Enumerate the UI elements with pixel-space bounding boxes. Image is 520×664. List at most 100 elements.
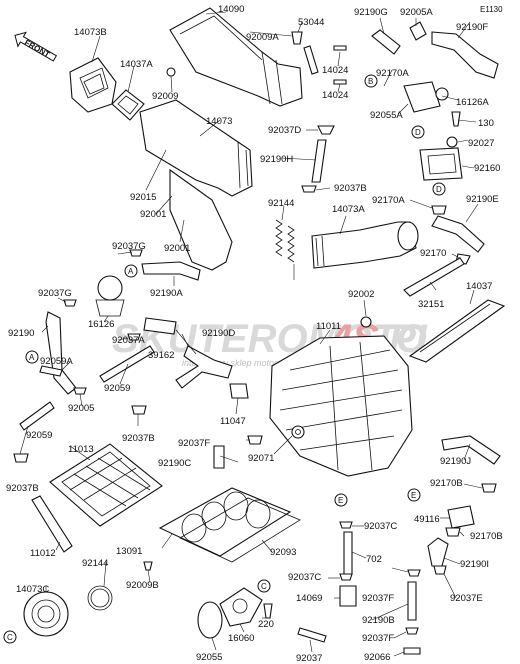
- ref-circle-c-1: C: [257, 579, 271, 593]
- valve-16126: [95, 275, 125, 317]
- pipe-92059-b: [19, 401, 55, 431]
- svg-text:A: A: [29, 353, 35, 362]
- pipe-32151: [403, 257, 465, 297]
- ref-circle-e-2: E: [334, 493, 348, 507]
- clip-92170b-b: [445, 527, 461, 537]
- hose-92190h: [311, 139, 327, 183]
- filter-14037a: [111, 89, 145, 121]
- part-label: 92027: [468, 138, 494, 149]
- hose-92190c: [213, 445, 225, 469]
- svg-text:A: A: [128, 267, 134, 276]
- part-label: 53044: [298, 17, 324, 28]
- ref-circle-e-1: E: [407, 488, 421, 502]
- leader-lines: [19, 11, 483, 657]
- part-label: 92170A: [372, 195, 405, 206]
- clip-14024-b: [333, 79, 347, 85]
- clip-92037g: [129, 249, 143, 257]
- svg-text:D: D: [415, 128, 421, 137]
- bolt-92002: [360, 316, 372, 328]
- grommet-92071: [291, 425, 305, 439]
- screw-220: [263, 603, 273, 619]
- duct-14073: [139, 99, 253, 271]
- spring-92144-a: [275, 219, 283, 257]
- part-label: 92037E: [450, 593, 483, 604]
- part-label: 92055A: [370, 110, 403, 121]
- ref-circle-a-1: A: [124, 264, 138, 278]
- part-label: 14073B: [74, 27, 107, 38]
- pipe-92059-a: [99, 345, 155, 383]
- clip-92037b-top: [301, 185, 317, 193]
- part-label: 92037C: [288, 572, 321, 583]
- part-label: 92009A: [246, 32, 279, 43]
- part-label: 92170B: [470, 531, 503, 542]
- part-label: 92190H: [260, 154, 293, 165]
- ref-circle-c-2: C: [3, 630, 17, 644]
- svg-text:E: E: [338, 496, 343, 505]
- part-label: 13091: [116, 546, 142, 557]
- part-label: 92037A: [112, 335, 145, 346]
- part-label: 92015: [130, 192, 156, 203]
- clip-92170b: [481, 483, 497, 493]
- part-92066: [403, 647, 421, 655]
- part-label: 92002: [348, 289, 374, 300]
- clip-92037a: [127, 333, 141, 341]
- part-label: 92190F: [456, 22, 488, 33]
- watermark-subtitle: internetowy sklep motocyklowy: [182, 358, 306, 368]
- hose-53044: [303, 45, 319, 75]
- part-label: 92055: [196, 652, 222, 663]
- part-label: 702: [366, 554, 382, 565]
- clip-92037b-mid: [131, 405, 147, 415]
- part-label: 92066: [364, 652, 390, 663]
- filter-14069: [339, 585, 357, 607]
- part-label: 14090: [218, 4, 244, 15]
- ref-circle-b: B: [364, 74, 378, 88]
- hose-92190f: [431, 31, 499, 79]
- part-label: 92037F: [362, 593, 394, 604]
- part-label: 92170A: [376, 68, 409, 79]
- gasket-92093: [179, 497, 301, 563]
- hose-92190g: [371, 21, 427, 55]
- grommet-92027: [446, 136, 458, 148]
- part-label: 92059: [104, 383, 130, 394]
- clip-14024: [333, 45, 347, 51]
- part-label: 14069: [296, 593, 322, 604]
- part-label: 39162: [148, 350, 174, 361]
- airbox-11011: [269, 335, 413, 477]
- part-label: 92037G: [112, 241, 146, 252]
- ref-circle-d-2: D: [432, 182, 446, 196]
- duct-14073a: [311, 221, 419, 269]
- svg-text:C: C: [261, 582, 267, 591]
- filter-11013: [49, 443, 163, 527]
- part-label: 92190I: [460, 559, 489, 570]
- part-label: 92009B: [126, 580, 159, 591]
- part-label: 92059A: [40, 356, 73, 367]
- part-label: 92009: [152, 91, 178, 102]
- part-labels: 14073B 14037A 92009 14090 92009A 53044 1…: [6, 4, 503, 664]
- front-label: FRONT: [23, 38, 51, 60]
- part-label: 92059: [26, 430, 52, 441]
- part-label: 130: [478, 118, 494, 129]
- part-label: 11013: [68, 444, 94, 455]
- part-label: 92190: [8, 328, 34, 339]
- hose-92190e: [431, 215, 485, 253]
- gasket-13091: [158, 487, 292, 557]
- screw-130: [451, 111, 461, 127]
- part-label: 14037: [466, 281, 492, 292]
- part-label: 14037A: [120, 59, 153, 70]
- part-label: 92190A: [150, 288, 183, 299]
- part-label: 92037B: [334, 183, 367, 194]
- duct-14073b: [69, 57, 117, 113]
- bracket-92160: [419, 147, 463, 181]
- part-label: 92001: [140, 209, 166, 220]
- part-label: 92190D: [202, 328, 235, 339]
- part-label: 92037F: [362, 633, 394, 644]
- part-label: 92144: [82, 558, 108, 569]
- part-label: 14024: [322, 65, 348, 76]
- screw-92009a: [291, 31, 303, 45]
- clip-92037c-b: [339, 573, 353, 581]
- part-label: 92071: [248, 453, 274, 464]
- part-label: 92005: [68, 403, 94, 414]
- bracket-11047: [229, 383, 249, 399]
- part-label: 92190J: [440, 456, 471, 467]
- clip-92037f-b: [407, 569, 421, 577]
